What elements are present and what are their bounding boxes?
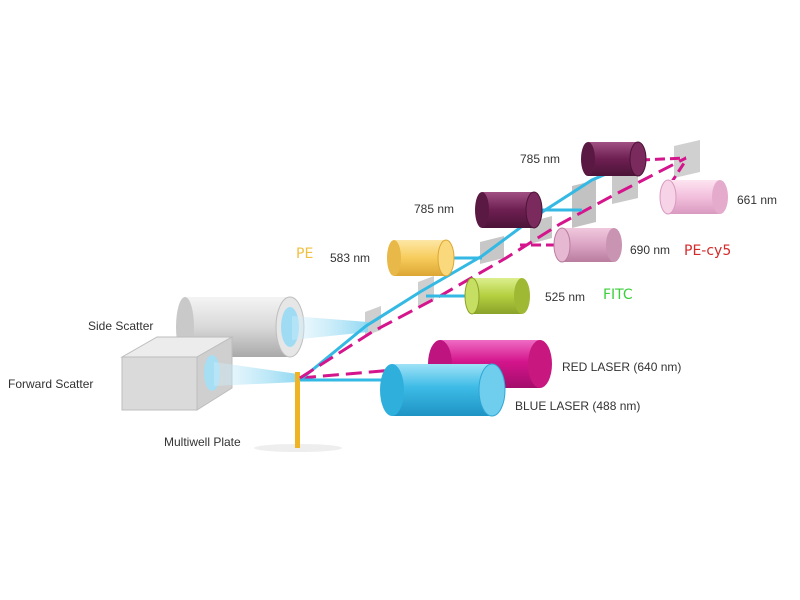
dye-label-pe: PE xyxy=(296,246,313,262)
detector-583 xyxy=(387,239,455,277)
laser-beams xyxy=(299,156,688,382)
dichroic-mirror xyxy=(572,180,596,228)
detector-661 xyxy=(659,179,728,215)
red-laser-label: RED LASER (640 nm) xyxy=(562,360,681,374)
red-emission-path xyxy=(299,156,687,380)
dichroic-mirror xyxy=(418,276,434,306)
wavelength-label-583: 583 nm xyxy=(330,251,370,265)
blue-laser xyxy=(380,363,506,417)
side-scatter-label: Side Scatter xyxy=(88,319,153,333)
wavelength-label-785-mid: 785 nm xyxy=(414,202,454,216)
multiwell-plate-label: Multiwell Plate xyxy=(164,435,241,449)
dichroic-mirror xyxy=(612,170,638,204)
detector-690 xyxy=(553,227,622,263)
wavelength-label-690: 690 nm xyxy=(630,243,670,257)
dichroic-mirrors xyxy=(365,140,700,336)
blue-laser-label: BLUE LASER (488 nm) xyxy=(515,399,640,413)
detector-785-top xyxy=(581,141,647,177)
wavelength-label-661: 661 nm xyxy=(737,193,777,207)
forward-scatter-label: Forward Scatter xyxy=(8,377,93,391)
forward-scatter-detector xyxy=(120,336,298,411)
detector-785-mid xyxy=(475,191,543,229)
dye-label-fitc: FITC xyxy=(603,287,633,303)
detector-525 xyxy=(464,277,530,315)
side-scatter-detector xyxy=(176,296,368,358)
wavelength-label-785-top: 785 nm xyxy=(520,152,560,166)
dye-label-pe-cy5: PE-cy5 xyxy=(684,243,731,259)
multiwell-plate-stream xyxy=(254,372,342,452)
wavelength-label-525: 525 nm xyxy=(545,290,585,304)
blue-emission-path xyxy=(299,166,621,382)
